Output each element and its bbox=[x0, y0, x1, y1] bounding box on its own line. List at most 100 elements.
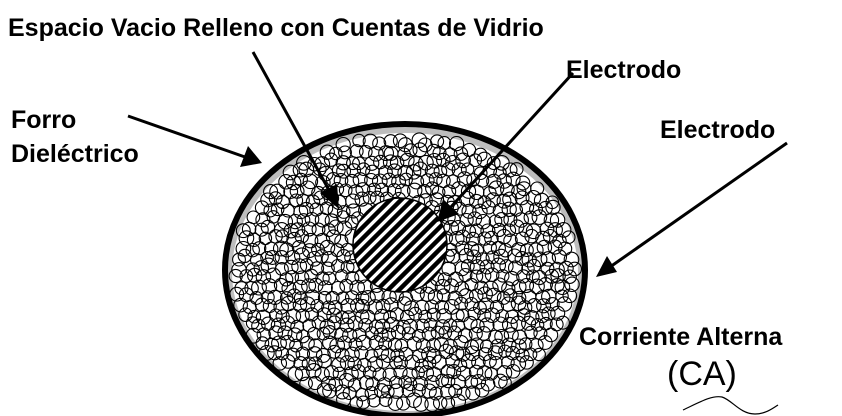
glass-bead bbox=[460, 162, 475, 176]
glass-bead bbox=[501, 201, 517, 217]
hatch-line bbox=[360, 198, 447, 292]
glass-bead bbox=[304, 268, 319, 283]
glass-bead bbox=[468, 153, 483, 168]
glass-bead bbox=[281, 280, 297, 296]
label-ac-abbrev: (CA) bbox=[667, 355, 737, 393]
glass-bead bbox=[327, 300, 343, 315]
glass-bead bbox=[279, 315, 296, 331]
glass-bead bbox=[424, 375, 440, 391]
glass-bead bbox=[299, 335, 315, 351]
glass-bead bbox=[524, 228, 539, 244]
glass-bead bbox=[254, 297, 270, 312]
glass-bead bbox=[543, 327, 559, 343]
glass-bead bbox=[541, 306, 556, 321]
glass-bead bbox=[436, 288, 451, 303]
glass-bead bbox=[474, 382, 490, 398]
glass-bead bbox=[386, 183, 402, 199]
glass-bead bbox=[529, 202, 543, 217]
glass-bead bbox=[302, 173, 319, 190]
glass-bead bbox=[440, 383, 456, 400]
glass-bead bbox=[364, 172, 379, 188]
glass-bead bbox=[336, 210, 350, 224]
glass-bead bbox=[348, 337, 363, 352]
glass-bead bbox=[442, 339, 458, 355]
glass-bead bbox=[368, 335, 384, 351]
glass-bead bbox=[456, 171, 473, 187]
glass-bead bbox=[501, 281, 516, 296]
glass-bead bbox=[501, 337, 517, 353]
glass-bead bbox=[443, 318, 458, 333]
glass-bead bbox=[378, 393, 393, 407]
glass-bead bbox=[448, 230, 465, 247]
hatch-line bbox=[353, 198, 418, 292]
glass-bead bbox=[544, 268, 560, 284]
glass-bead bbox=[431, 185, 446, 200]
glass-bead bbox=[516, 308, 531, 322]
glass-bead bbox=[550, 305, 566, 321]
glass-bead bbox=[464, 296, 479, 312]
glass-bead bbox=[245, 242, 260, 258]
glass-bead bbox=[426, 307, 441, 322]
glass-bead bbox=[295, 308, 310, 323]
glass-bead bbox=[382, 154, 399, 170]
glass-bead bbox=[509, 162, 524, 177]
glass-bead bbox=[375, 298, 391, 314]
glass-bead bbox=[327, 344, 342, 359]
glass-bead bbox=[535, 230, 551, 247]
glass-bead bbox=[467, 211, 483, 227]
glass-bead bbox=[550, 268, 566, 284]
glass-bead bbox=[543, 212, 560, 228]
glass-bead bbox=[270, 202, 285, 217]
glass-bead bbox=[263, 203, 278, 218]
glass-bead bbox=[455, 365, 472, 382]
glass-bead bbox=[488, 214, 503, 229]
glass-bead bbox=[458, 267, 473, 283]
glass-bead bbox=[531, 209, 548, 225]
glass-bead bbox=[317, 280, 333, 296]
glass-bead bbox=[372, 367, 387, 382]
glass-bead bbox=[523, 210, 538, 225]
center-electrode bbox=[352, 197, 448, 293]
glass-bead bbox=[515, 175, 531, 191]
arrow-glass-beads bbox=[251, 51, 339, 209]
glass-bead bbox=[307, 156, 322, 172]
glass-bead bbox=[469, 269, 484, 284]
glass-bead bbox=[247, 309, 262, 324]
glass-bead bbox=[401, 383, 416, 398]
glass-bead bbox=[330, 258, 345, 273]
glass-bead bbox=[296, 155, 312, 171]
glass-bead bbox=[336, 163, 352, 179]
glass-bead bbox=[468, 326, 483, 341]
glass-bead bbox=[540, 251, 557, 267]
glass-bead bbox=[495, 309, 510, 323]
glass-bead bbox=[496, 365, 513, 381]
glass-bead bbox=[535, 289, 551, 306]
glass-bead bbox=[317, 290, 332, 305]
label-center-electrode: Electrodo bbox=[566, 56, 681, 84]
glass-bead bbox=[283, 259, 299, 275]
glass-bead bbox=[564, 276, 580, 293]
glass-bead bbox=[451, 162, 467, 178]
glass-bead bbox=[302, 232, 319, 249]
glass-bead bbox=[347, 378, 362, 392]
glass-bead bbox=[567, 261, 583, 277]
glass-bead bbox=[316, 307, 332, 323]
glass-bead bbox=[368, 145, 384, 162]
glass-bead bbox=[364, 349, 379, 363]
glass-bead bbox=[387, 163, 402, 179]
glass-bead bbox=[352, 133, 366, 148]
glass-bead bbox=[413, 396, 429, 412]
glass-bead bbox=[282, 164, 299, 181]
glass-bead bbox=[502, 223, 517, 237]
glass-bead bbox=[272, 240, 289, 257]
glass-bead bbox=[277, 213, 294, 230]
glass-bead bbox=[246, 232, 262, 247]
glass-bead bbox=[473, 147, 488, 162]
glass-bead bbox=[423, 317, 438, 332]
glass-bead bbox=[270, 317, 287, 334]
glass-bead bbox=[336, 205, 351, 219]
glass-bead bbox=[526, 258, 542, 273]
glass-bead bbox=[346, 156, 360, 171]
glass-bead bbox=[254, 200, 270, 215]
glass-bead bbox=[304, 211, 320, 227]
